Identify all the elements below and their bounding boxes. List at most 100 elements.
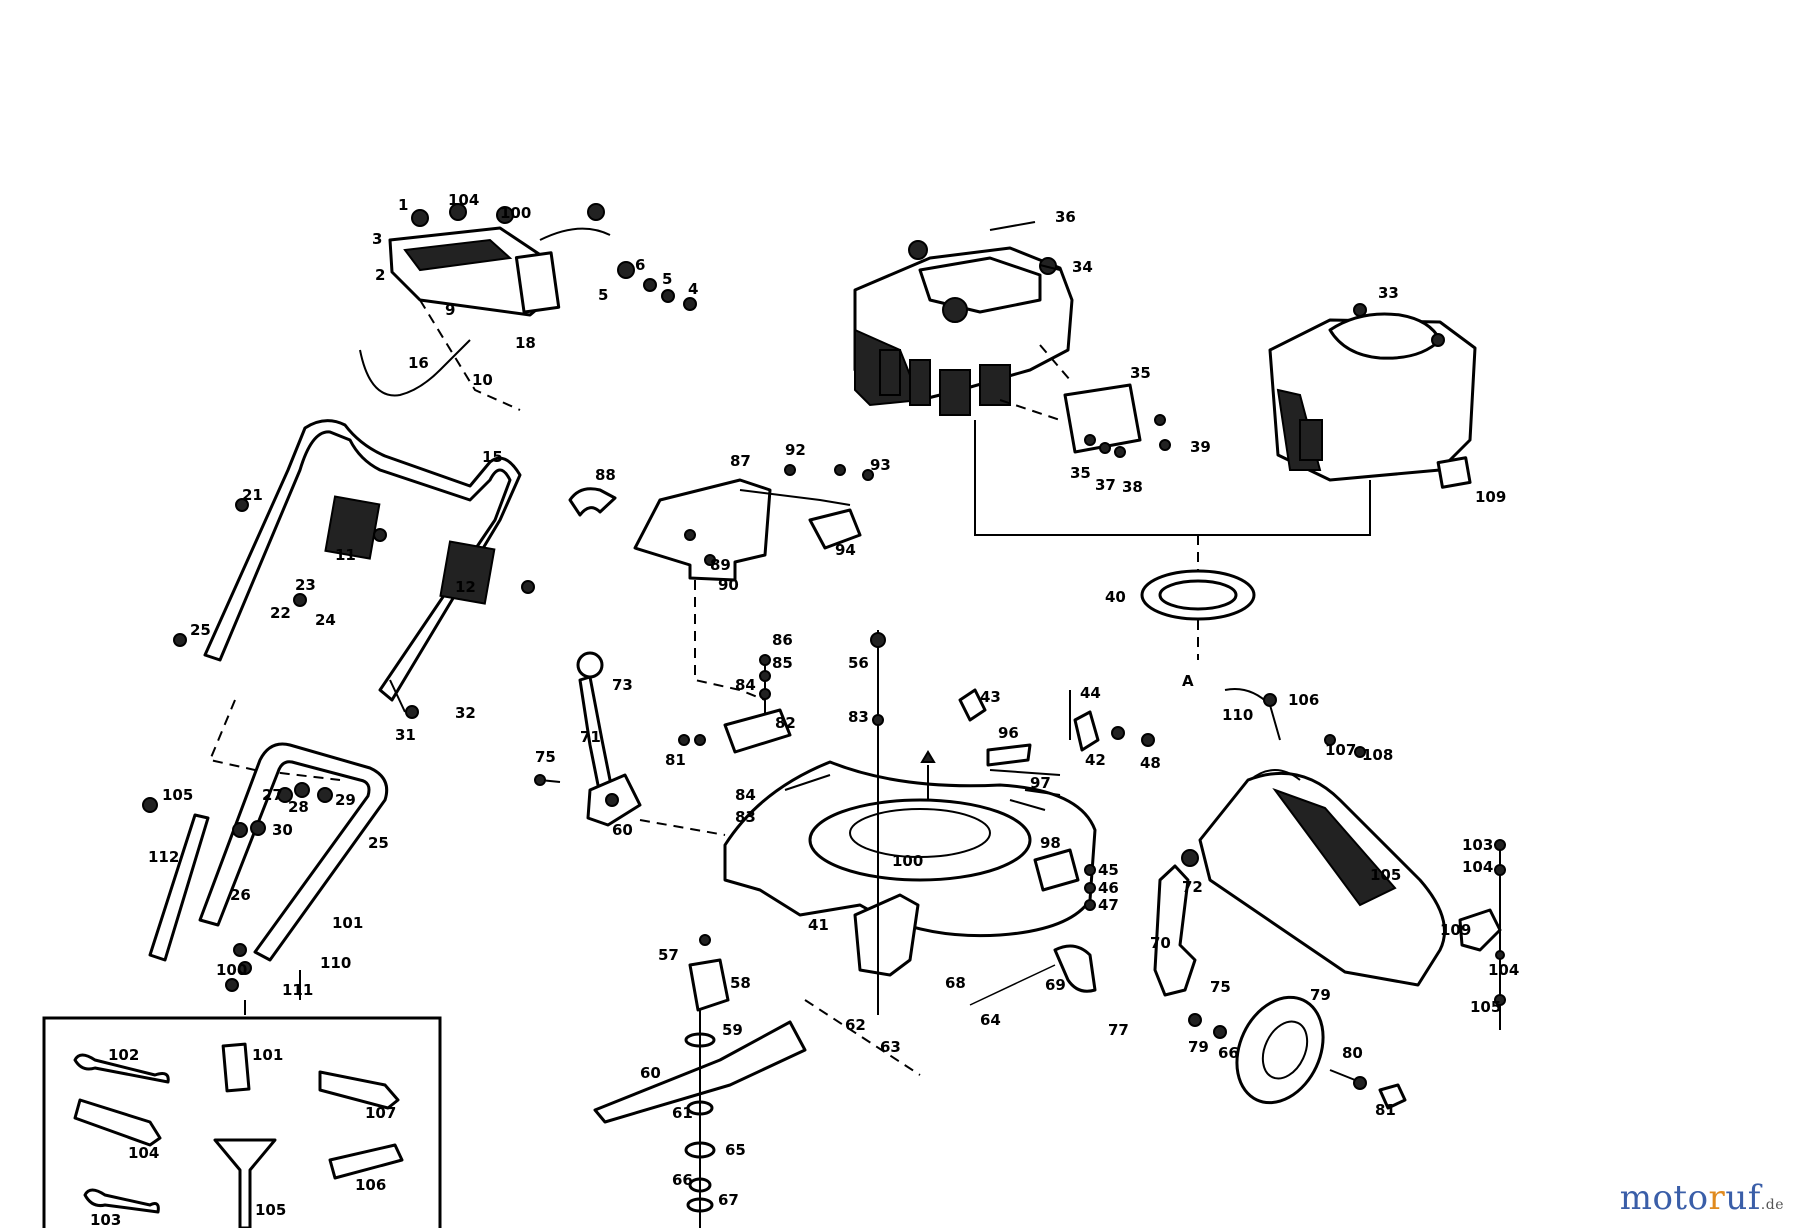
label: 47: [1098, 896, 1119, 914]
part-number-labels: 1 104 100 3 2 9 10 18 16 6 5 5 4 21 11 1…: [90, 191, 1519, 1228]
label: 73: [612, 676, 633, 694]
label: 15: [482, 448, 503, 466]
label: 103: [1462, 836, 1493, 854]
label: 40: [1105, 588, 1126, 606]
label: 48: [1140, 754, 1161, 772]
label: 32: [455, 704, 476, 722]
label: 103: [90, 1211, 121, 1228]
label: 104: [1462, 858, 1493, 876]
label: 111: [282, 981, 313, 999]
spacer-ring: [1140, 535, 1256, 660]
label: 30: [272, 821, 293, 839]
label: 62: [845, 1016, 866, 1034]
label: 81: [665, 751, 686, 769]
label: 90: [718, 576, 739, 594]
label: 101: [332, 914, 363, 932]
wheel-assembly: [969, 849, 1407, 1110]
label: 35: [1130, 364, 1151, 382]
label: 97: [1030, 774, 1051, 792]
label: 102: [108, 1046, 139, 1064]
label: 31: [395, 726, 416, 744]
label: 29: [335, 791, 356, 809]
label: 25: [368, 834, 389, 852]
label: 81: [1375, 1101, 1396, 1119]
label: 5: [598, 286, 608, 304]
label: 6: [635, 256, 645, 274]
height-adjuster-bracket: [568, 464, 874, 754]
label: 61: [672, 1104, 693, 1122]
label: 104: [1488, 961, 1519, 979]
label: 45: [1098, 861, 1119, 879]
label: 63: [880, 1038, 901, 1056]
brand-part2: r: [1708, 1178, 1726, 1218]
label: 36: [1055, 208, 1076, 226]
label: 67: [718, 1191, 739, 1209]
label: 70: [1150, 934, 1171, 952]
label: 109: [1475, 488, 1506, 506]
label: 5: [662, 270, 672, 288]
label: 84: [735, 786, 756, 804]
label: 100: [216, 961, 247, 979]
brand-logo[interactable]: motoruf.de: [1620, 1178, 1784, 1218]
label: 24: [315, 611, 336, 629]
label: 105: [1370, 866, 1401, 884]
label: 42: [1085, 751, 1106, 769]
label: 107: [1325, 741, 1356, 759]
engine-assembly: [853, 221, 1371, 536]
brand-part1: moto: [1619, 1178, 1709, 1218]
label: 64: [980, 1011, 1001, 1029]
label: 39: [1190, 438, 1211, 456]
label: 86: [772, 631, 793, 649]
label: 16: [408, 354, 429, 372]
label: 77: [1108, 1021, 1129, 1039]
blade-assembly: [593, 934, 807, 1228]
label: 101: [252, 1046, 283, 1064]
label: 107: [365, 1104, 396, 1122]
label: 96: [998, 724, 1019, 742]
label: 72: [1182, 878, 1203, 896]
label: 57: [658, 946, 679, 964]
label: 88: [595, 466, 616, 484]
label: 25: [190, 621, 211, 639]
label: 79: [1310, 986, 1331, 1004]
label: 82: [775, 714, 796, 732]
label: 104: [448, 191, 479, 209]
label: 104: [128, 1144, 159, 1162]
mower-deck: [723, 630, 1155, 1015]
label: 59: [722, 1021, 743, 1039]
label: 75: [1210, 978, 1231, 996]
label: 60: [640, 1064, 661, 1082]
label: 105: [162, 786, 193, 804]
label: 26: [230, 886, 251, 904]
label: 18: [515, 334, 536, 352]
control-box: [359, 203, 697, 411]
label: 105: [255, 1201, 286, 1219]
rear-lever: [534, 651, 642, 827]
label: 27: [262, 786, 283, 804]
label: 80: [1342, 1044, 1363, 1062]
label: 105: [1470, 998, 1501, 1016]
label: 106: [1288, 691, 1319, 709]
label: 106: [355, 1176, 386, 1194]
label: 92: [785, 441, 806, 459]
label: 98: [1040, 834, 1061, 852]
label: 85: [772, 654, 793, 672]
label: 37: [1095, 476, 1116, 494]
label: 21: [242, 486, 263, 504]
label: 46: [1098, 879, 1119, 897]
label: 100: [892, 852, 923, 870]
label: 12: [455, 578, 476, 596]
engine-alternative: [1268, 303, 1477, 489]
label: 84: [735, 676, 756, 694]
label: 71: [580, 728, 601, 746]
label: 44: [1080, 684, 1101, 702]
label: 22: [270, 604, 291, 622]
label: 23: [295, 576, 316, 594]
label: 66: [1218, 1044, 1239, 1062]
label: 112: [148, 848, 179, 866]
label: 9: [445, 301, 455, 319]
label: 58: [730, 974, 751, 992]
label: 89: [710, 556, 731, 574]
label: 110: [1222, 706, 1253, 724]
